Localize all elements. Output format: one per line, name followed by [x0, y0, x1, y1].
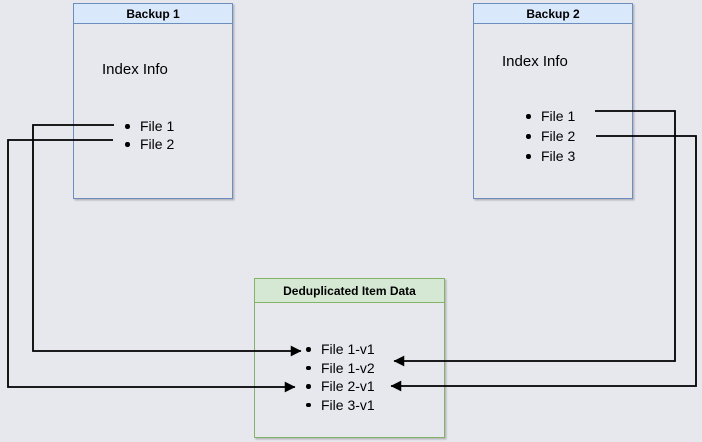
list-item: File 1: [526, 106, 575, 126]
node-deduplicated-item-data: Deduplicated Item Data File 1-v1 File 1-…: [254, 278, 445, 438]
node-backup-2-index-info-label: Index Info: [502, 53, 568, 70]
node-backup-1-file-list: File 1 File 2: [125, 117, 174, 153]
list-item: File 3-v1: [306, 396, 375, 415]
node-backup-1-title: Backup 1: [74, 4, 232, 24]
list-item: File 2: [125, 135, 174, 153]
node-backup-1: Backup 1 Index Info File 1 File 2: [73, 3, 233, 199]
list-item: File 2: [526, 126, 575, 146]
node-backup-1-index-info-label: Index Info: [102, 61, 168, 78]
list-item: File 2-v1: [306, 377, 375, 396]
node-backup-2-title: Backup 2: [474, 4, 632, 24]
list-item: File 1-v2: [306, 359, 375, 378]
list-item: File 1-v1: [306, 340, 375, 359]
list-item: File 3: [526, 146, 575, 166]
list-item: File 1: [125, 117, 174, 135]
node-deduplicated-item-data-title: Deduplicated Item Data: [255, 279, 444, 303]
node-deduplicated-item-data-file-list: File 1-v1 File 1-v2 File 2-v1 File 3-v1: [306, 340, 375, 414]
node-backup-2-file-list: File 1 File 2 File 3: [526, 106, 575, 166]
node-backup-2: Backup 2 Index Info File 1 File 2 File 3: [473, 3, 633, 199]
